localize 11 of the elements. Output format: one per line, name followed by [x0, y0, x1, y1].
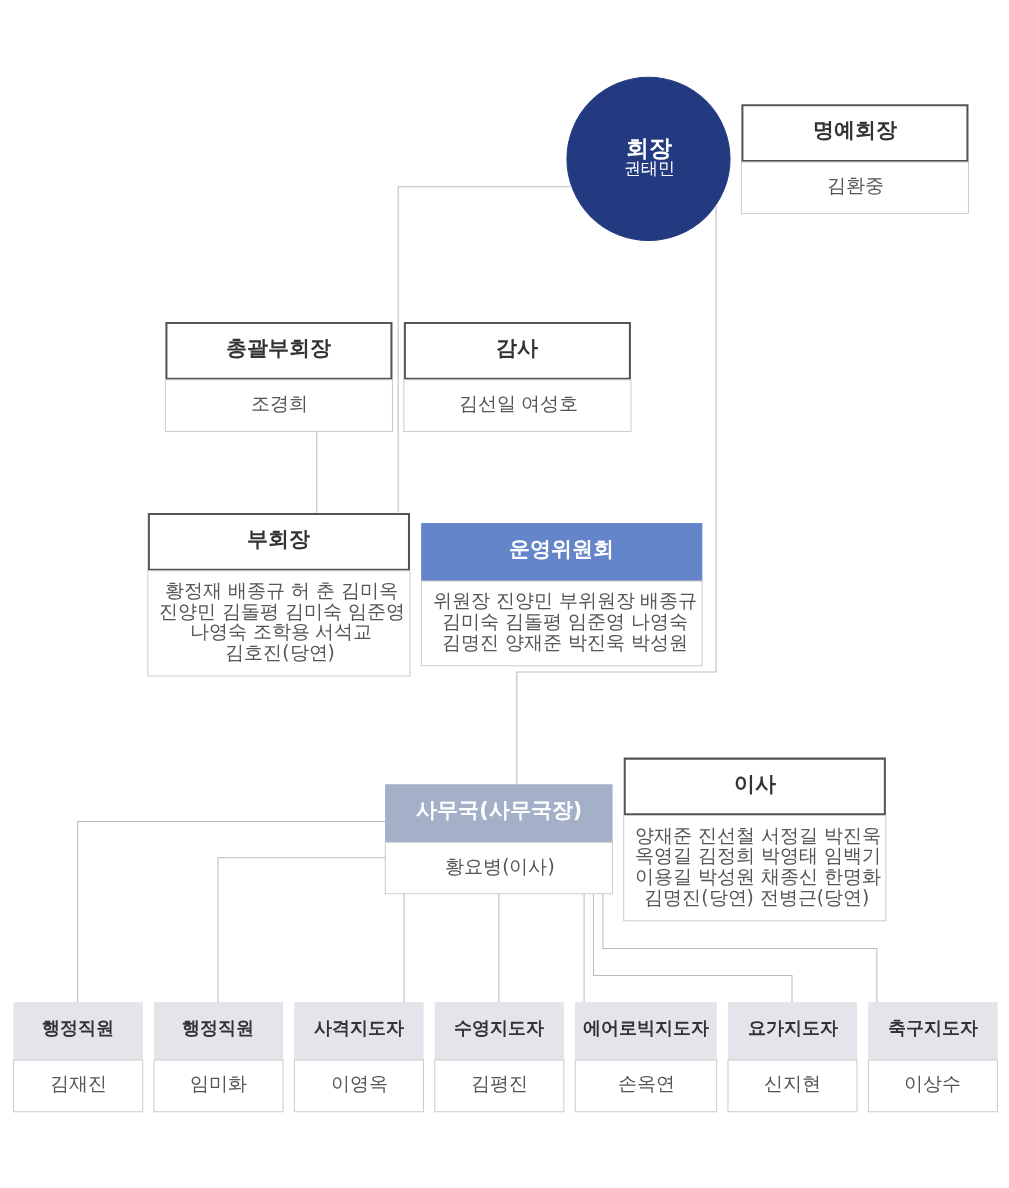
connector: [601, 893, 877, 1003]
connector: [592, 893, 792, 1003]
connector: [315, 430, 317, 513]
connector: [217, 856, 386, 1002]
connector: [515, 203, 717, 785]
connector: [583, 893, 585, 1002]
connector: [76, 820, 386, 1003]
connector: [497, 893, 499, 1002]
node-circle: 회장 권태민: [565, 76, 731, 241]
connector: [403, 893, 405, 1002]
connector: [397, 185, 572, 513]
